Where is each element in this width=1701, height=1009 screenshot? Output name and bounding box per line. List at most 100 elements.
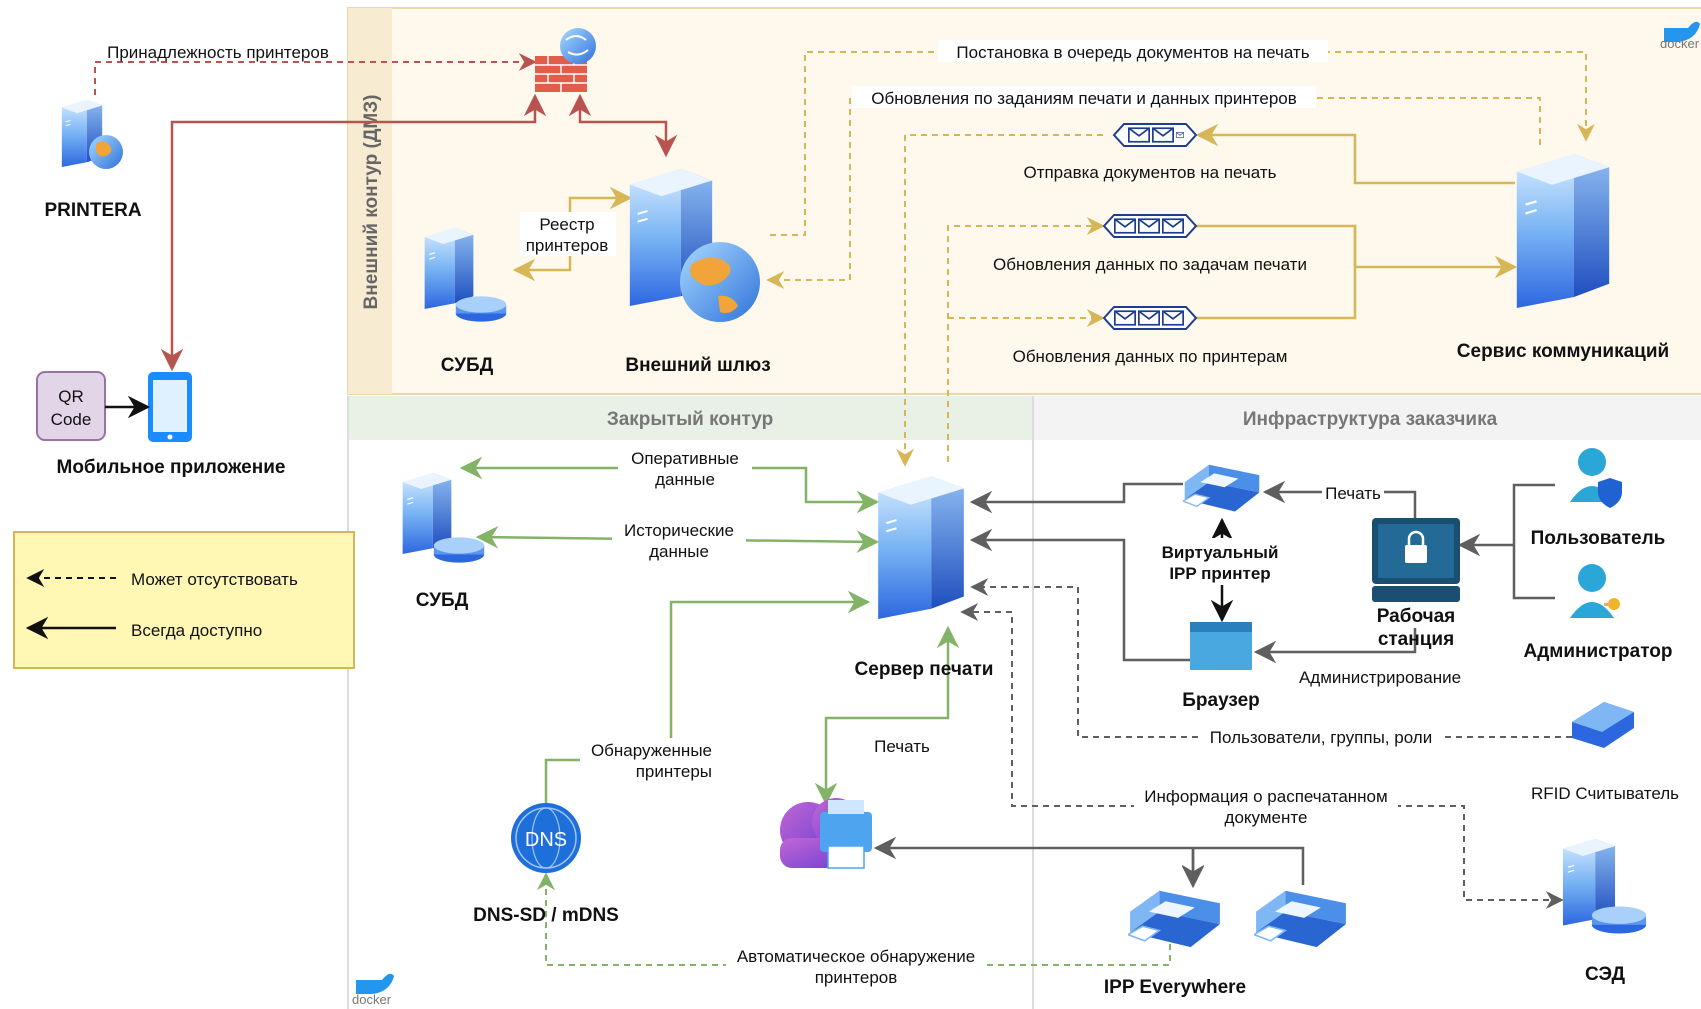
edge-updates-jobs-printers: Обновления по заданиям печати и данных п… <box>766 86 1541 289</box>
edge-virtual-ipp-server <box>969 482 1183 514</box>
edge-label-historical-2: данные <box>649 542 709 561</box>
docker-icon <box>356 973 394 994</box>
external-gateway-node[interactable]: Внешний шлюз <box>625 167 771 376</box>
zone-closed: Закрытый контур <box>347 396 1032 1009</box>
edge-print-ws: Печать <box>1262 480 1417 520</box>
dns-icon <box>511 803 581 873</box>
edge-send-docs: Отправка документов на печать <box>896 123 1515 467</box>
edge-label-send-docs: Отправка документов на печать <box>1023 163 1276 182</box>
database-icon <box>455 296 507 322</box>
dns-node[interactable]: DNS DNS-SD / mDNS <box>473 803 619 926</box>
queue-printer-updates[interactable] <box>1102 306 1198 330</box>
printera-label: PRINTERA <box>44 200 141 221</box>
qr-label-2: Code <box>51 410 92 429</box>
edge-registry: Реестр принтеров <box>512 186 633 282</box>
edge-label-administration: Администрирование <box>1299 668 1461 687</box>
comm-service-label: Сервис коммуникаций <box>1457 341 1669 362</box>
edge-users-to-ws <box>1460 483 1555 600</box>
shield-icon <box>1598 478 1622 508</box>
database-icon <box>433 537 485 563</box>
edge-label-printed-info-2: документе <box>1225 808 1308 827</box>
ipp-printer-icon <box>1128 889 1221 948</box>
legend-may-be-absent: Может отсутствовать <box>131 570 298 589</box>
server-icon <box>424 227 474 310</box>
customer-header <box>1034 396 1701 440</box>
closed-header <box>348 396 1032 440</box>
workstation-label-1: Рабочая <box>1377 606 1456 627</box>
docker-label-top: docker <box>1660 36 1700 51</box>
queue-job-updates[interactable] <box>1102 214 1198 238</box>
legend: Может отсутствовать Всегда доступно <box>13 531 355 669</box>
edge-auto-discovery: Автоматическое обнаружение принтеров <box>537 872 1171 988</box>
dbms-dmz-node[interactable]: СУБД <box>424 227 507 376</box>
user-node[interactable]: Пользователь <box>1531 448 1666 549</box>
edge-label-discovered-1: Обнаруженные <box>591 741 712 760</box>
web-globe-icon <box>560 28 596 64</box>
workstation-node[interactable]: Рабочая станция <box>1372 518 1460 650</box>
ipp-printer-icon <box>1183 464 1260 513</box>
user-label: Пользователь <box>1531 528 1666 549</box>
cloud-printer-node[interactable] <box>780 798 872 869</box>
edge-label-operational-1: Оперативные <box>631 449 739 468</box>
docker-label-bottom: docker <box>352 992 392 1007</box>
edge-label-printer-ownership: Принадлежность принтеров <box>107 43 329 62</box>
browser-node[interactable]: Браузер <box>1182 622 1260 711</box>
mobile-app-label: Мобильное приложение <box>57 457 286 478</box>
edge-label-printed-info-1: Информация о распечатанном <box>1144 787 1387 806</box>
queue-send-docs[interactable] <box>1112 123 1198 147</box>
qr-code-node[interactable]: QR Code <box>36 371 151 441</box>
rfid-node[interactable]: RFID Считыватель <box>1531 702 1679 803</box>
edge-queue-docs: Постановка в очередь документов на печат… <box>770 40 1595 236</box>
edge-label-print-cloud: Печать <box>874 737 930 756</box>
edge-label-users-groups-roles: Пользователи, группы, роли <box>1210 728 1432 747</box>
legend-always-available: Всегда доступно <box>131 621 262 640</box>
virtual-ipp-label-2: IPP принтер <box>1169 564 1270 583</box>
print-server-node[interactable]: Сервер печати <box>855 475 994 680</box>
dbms-dmz-label: СУБД <box>441 355 494 376</box>
lock-icon <box>1405 545 1427 563</box>
printer-icon <box>820 812 872 852</box>
edge-label-job-updates: Обновления данных по задачам печати <box>993 255 1307 274</box>
zone-customer-title: Инфраструктура заказчика <box>1243 409 1498 430</box>
server-icon <box>876 475 966 621</box>
ipp-everywhere-label: IPP Everywhere <box>1104 977 1246 998</box>
mobile-app-node[interactable]: Мобильное приложение <box>57 372 286 478</box>
qr-label-1: QR <box>58 387 84 406</box>
edge-print-cloud: Печать <box>814 625 960 806</box>
edge-printer-updates: Обновления данных по принтерам <box>948 226 1515 366</box>
edge-label-updates-jobs-printers: Обновления по заданиям печати и данных п… <box>871 89 1297 108</box>
edge-label-discovered-2: принтеры <box>636 762 712 781</box>
printera-node[interactable]: PRINTERA <box>44 99 142 221</box>
edge-label-historical-1: Исторические <box>624 521 734 540</box>
edge-mobile-gateway <box>160 93 678 372</box>
edge-label-operational-2: данные <box>655 470 715 489</box>
dbms-closed-node[interactable]: СУБД <box>402 472 485 611</box>
edge-label-auto-discovery-2: принтеров <box>815 968 898 987</box>
admin-node[interactable]: Администратор <box>1524 564 1673 662</box>
comm-service-node[interactable]: Сервис коммуникаций <box>1457 152 1669 362</box>
sed-label: СЭД <box>1585 964 1626 985</box>
edge-label-registry-2: принтеров <box>526 236 609 255</box>
edge-label-queue-docs: Постановка в очередь документов на печат… <box>956 43 1309 62</box>
rfid-label: RFID Считыватель <box>1531 784 1679 803</box>
edge-printer-ownership: Принадлежность принтеров <box>94 43 537 95</box>
external-gateway-label: Внешний шлюз <box>625 355 770 376</box>
edge-operational-data: Оперативные данные <box>459 446 880 514</box>
edge-discovered-printers: Обнаруженные принтеры <box>544 590 871 806</box>
database-icon <box>1591 906 1647 934</box>
key-icon <box>1608 598 1620 610</box>
workstation-label-2: станция <box>1378 629 1454 650</box>
sed-node[interactable]: СЭД <box>1562 838 1647 985</box>
edge-historical-data: Исторические данные <box>475 518 880 562</box>
user-icon <box>1578 448 1606 476</box>
ipp-printer-icon <box>1254 889 1347 948</box>
docker-logo-bottom: docker <box>352 973 394 1007</box>
virtual-ipp-label-1: Виртуальный <box>1162 543 1279 562</box>
virtual-ipp-node[interactable]: Виртуальный IPP принтер <box>1150 464 1294 584</box>
docker-logo-top: docker <box>1660 21 1700 51</box>
firewall-node[interactable] <box>535 28 596 92</box>
print-server-label: Сервер печати <box>855 659 994 680</box>
edge-printed-info: Информация о распечатанном документе <box>960 603 1564 909</box>
dbms-closed-label: СУБД <box>416 590 469 611</box>
ipp-everywhere-node[interactable]: IPP Everywhere <box>1104 889 1347 998</box>
